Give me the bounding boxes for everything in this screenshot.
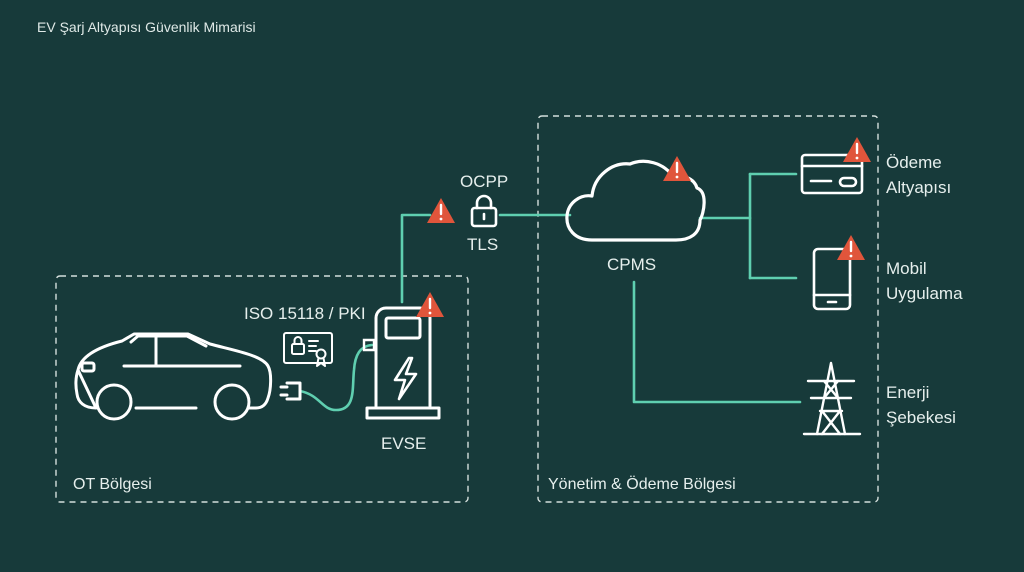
ot-zone-label: OT Bölgesi	[73, 476, 152, 493]
car-icon	[74, 332, 273, 421]
ocpp-label: OCPP	[460, 172, 509, 191]
management-zone-box	[537, 115, 879, 503]
mobile-label-line-1: Mobil	[886, 259, 927, 278]
cable-connector	[362, 338, 376, 352]
tls-label: TLS	[467, 235, 499, 254]
payment-label-line-2: Altyapısı	[886, 178, 952, 197]
lock-icon	[470, 194, 498, 228]
cpms-to-grid-link	[632, 280, 802, 404]
payment-label: Ödeme Altyapısı	[886, 150, 951, 200]
warning-icon	[843, 137, 871, 162]
charging-station-icon	[365, 306, 441, 420]
connectors	[298, 172, 802, 412]
plug-icon	[279, 381, 302, 401]
credit-card-icon	[800, 153, 864, 195]
grid-label: Enerji Şebekesi	[886, 380, 956, 430]
cloud-icon	[565, 159, 706, 242]
evse-label: EVSE	[381, 434, 427, 453]
grid-label-line-1: Enerji	[886, 383, 930, 402]
charging-cable	[298, 343, 374, 412]
warning-icon	[837, 235, 865, 260]
grid-label-line-2: Şebekesi	[886, 408, 956, 427]
cpms-label: CPMS	[607, 255, 657, 274]
mobile-label: Mobil Uygulama	[886, 256, 963, 306]
warning-icon	[663, 156, 691, 181]
iso-pki-label: ISO 15118 / PKI	[244, 304, 366, 323]
ot-zone-box	[55, 275, 469, 503]
evse-to-ocpp-link	[400, 213, 432, 304]
power-tower-icon	[802, 361, 862, 436]
warning-icon	[427, 198, 455, 223]
payment-label-line-1: Ödeme	[886, 153, 942, 172]
smartphone-icon	[812, 247, 852, 311]
mobile-label-line-2: Uygulama	[886, 284, 963, 303]
management-zone-label: Yönetim & Ödeme Bölgesi	[548, 476, 736, 493]
certificate-icon	[283, 332, 333, 367]
warning-icon	[416, 292, 444, 317]
diagram-title: EV Şarj Altyapısı Güvenlik Mimarisi	[37, 19, 256, 35]
